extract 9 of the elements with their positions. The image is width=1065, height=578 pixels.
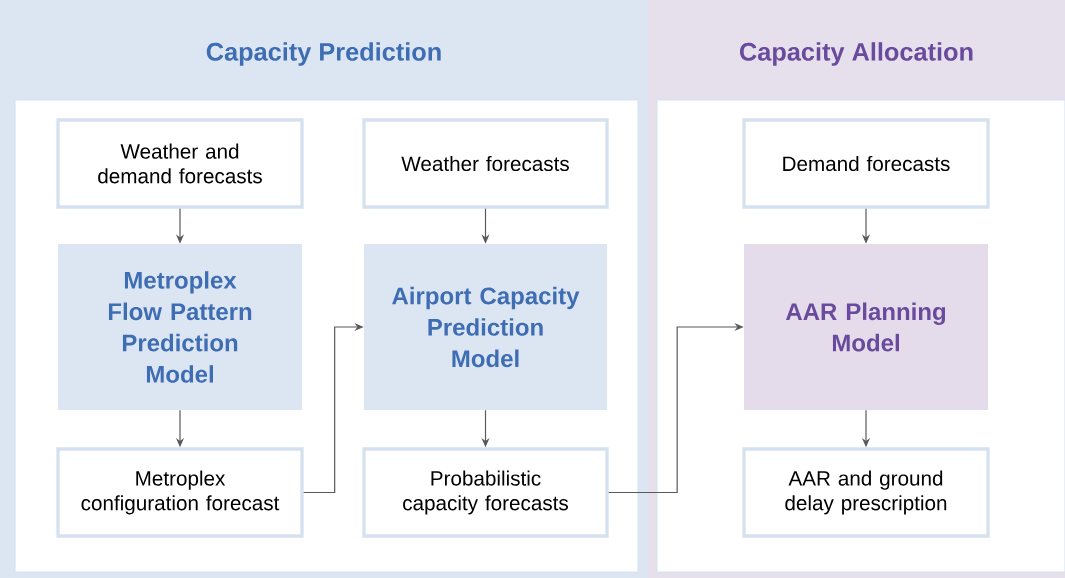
data-box: AAR and ground delay prescription (742, 447, 990, 538)
data-box: Probabilistic capacity forecasts (362, 447, 609, 538)
data-box: Weather forecasts (362, 118, 609, 209)
data-box: Weather and demand forecasts (56, 118, 304, 209)
model-box: AAR Planning Model (744, 244, 988, 410)
model-box: Airport Capacity Prediction Model (364, 244, 607, 410)
data-box: Demand forecasts (742, 118, 990, 209)
model-box: Metroplex Flow Pattern Prediction Model (58, 244, 302, 410)
data-box: Metroplex configuration forecast (56, 447, 304, 538)
